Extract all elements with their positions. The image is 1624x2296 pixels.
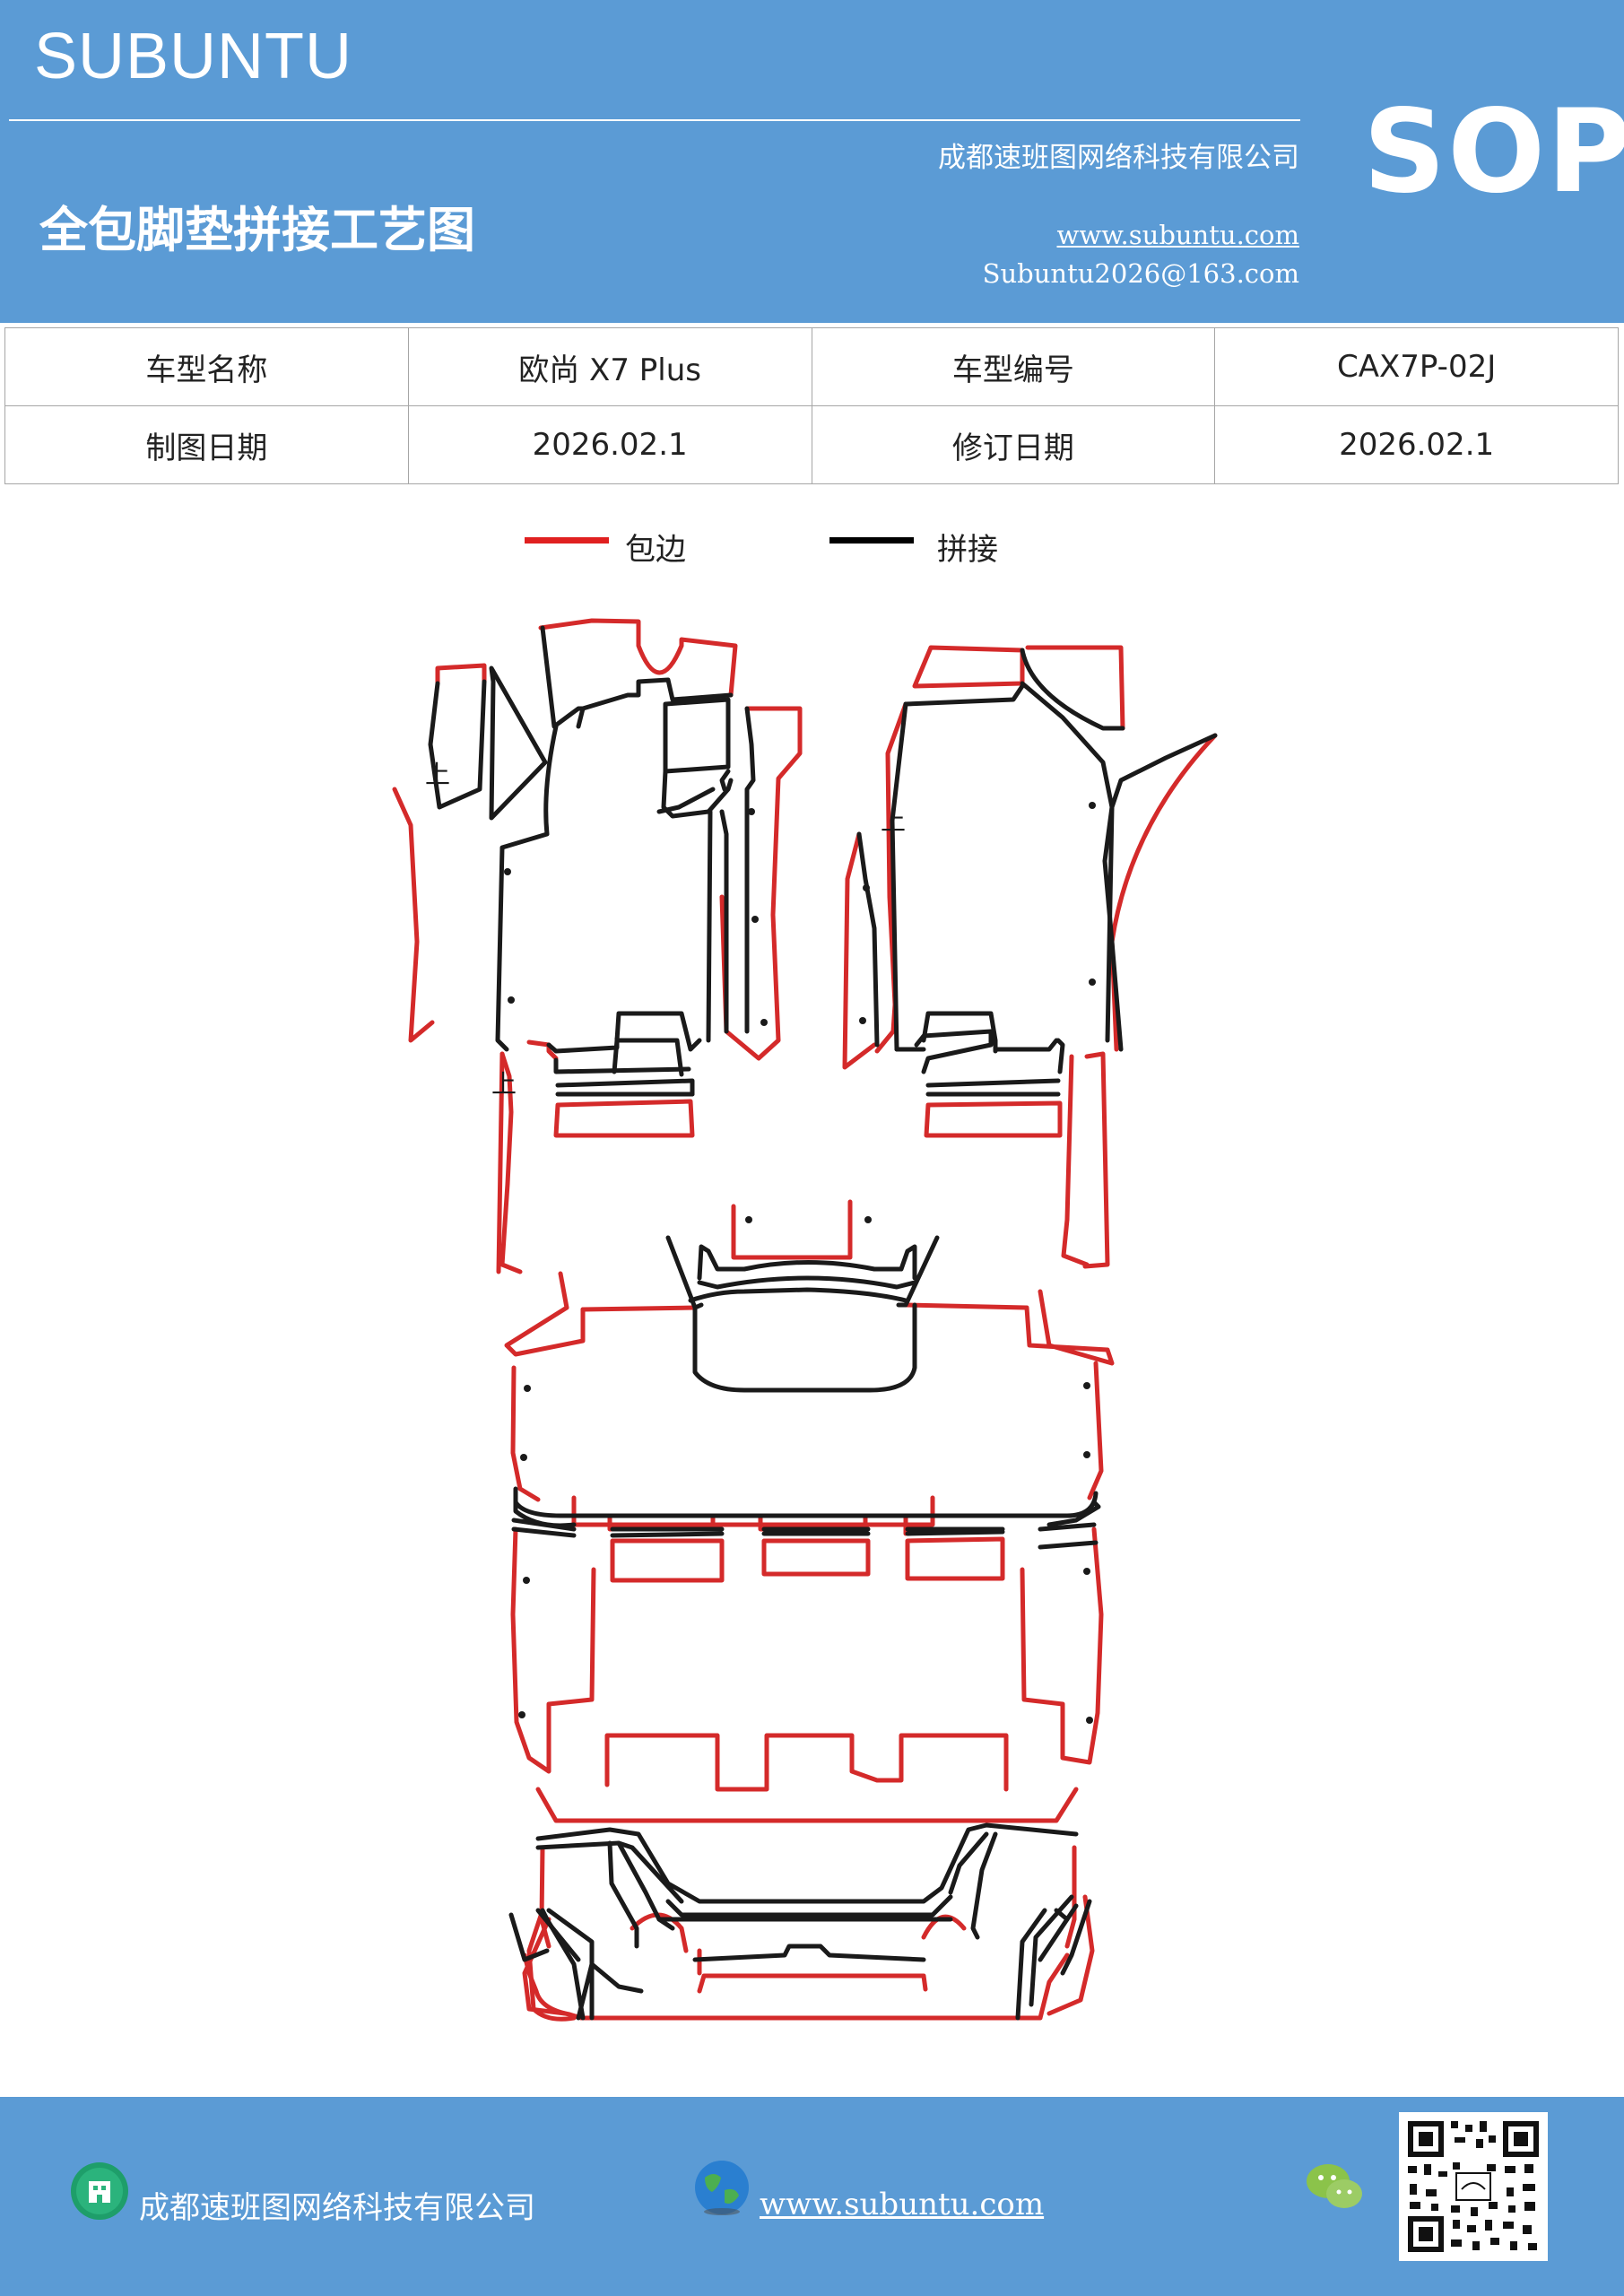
footer-website-link[interactable]: www.subuntu.com <box>760 2187 1045 2222</box>
vehicle-info-table: 车型名称 欧尚 X7 Plus 车型编号 CAX7P-02J 制图日期 2026… <box>4 327 1619 484</box>
legend-label: 包边 <box>625 532 686 568</box>
qr-code[interactable] <box>1399 2112 1548 2261</box>
legend-red-line <box>525 537 609 544</box>
table-cell: 修订日期 <box>811 405 1216 484</box>
table-cell: 车型编号 <box>811 327 1216 406</box>
seam-lines <box>428 625 1218 2021</box>
table-row: 制图日期 2026.02.1 修订日期 2026.02.1 <box>4 405 1619 484</box>
page-title: 全包脚垫拼接工艺图 <box>39 202 475 258</box>
sop-badge: SOP <box>1363 85 1624 219</box>
edge-lines <box>392 618 1218 2022</box>
table-cell: 欧尚 X7 Plus <box>407 327 812 406</box>
building-icon <box>71 2162 128 2220</box>
up-mark: 上 <box>881 806 906 836</box>
table-cell: 制图日期 <box>4 405 409 484</box>
hole-markers <box>504 802 1096 1724</box>
header-company: 成都速班图网络科技有限公司 <box>938 142 1299 174</box>
header-banner: SUBUNTU 成都速班图网络科技有限公司 全包脚垫拼接工艺图 www.subu… <box>0 0 1624 323</box>
header-website-link[interactable]: www.subuntu.com <box>1056 220 1299 250</box>
table-cell: 2026.02.1 <box>407 405 812 484</box>
table-row: 车型名称 欧尚 X7 Plus 车型编号 CAX7P-02J <box>4 327 1619 406</box>
brand-name: SUBUNTU <box>34 21 353 92</box>
table-cell: 车型名称 <box>4 327 409 406</box>
up-mark: 上 <box>425 760 450 789</box>
legend-label: 拼接 <box>937 532 998 568</box>
up-mark: 上 <box>491 1069 517 1099</box>
footer-banner: 成都速班图网络科技有限公司 www.subuntu.com <box>0 2097 1624 2296</box>
header-divider <box>9 119 1300 121</box>
table-cell: CAX7P-02J <box>1214 327 1619 406</box>
header-email: Subuntu2026@163.com <box>982 258 1299 289</box>
wechat-icon[interactable] <box>1305 2161 1364 2213</box>
globe-icon <box>695 2161 749 2215</box>
legend-black-line <box>829 537 914 544</box>
footer-company: 成都速班图网络科技有限公司 <box>139 2190 535 2226</box>
table-cell: 2026.02.1 <box>1214 405 1619 484</box>
